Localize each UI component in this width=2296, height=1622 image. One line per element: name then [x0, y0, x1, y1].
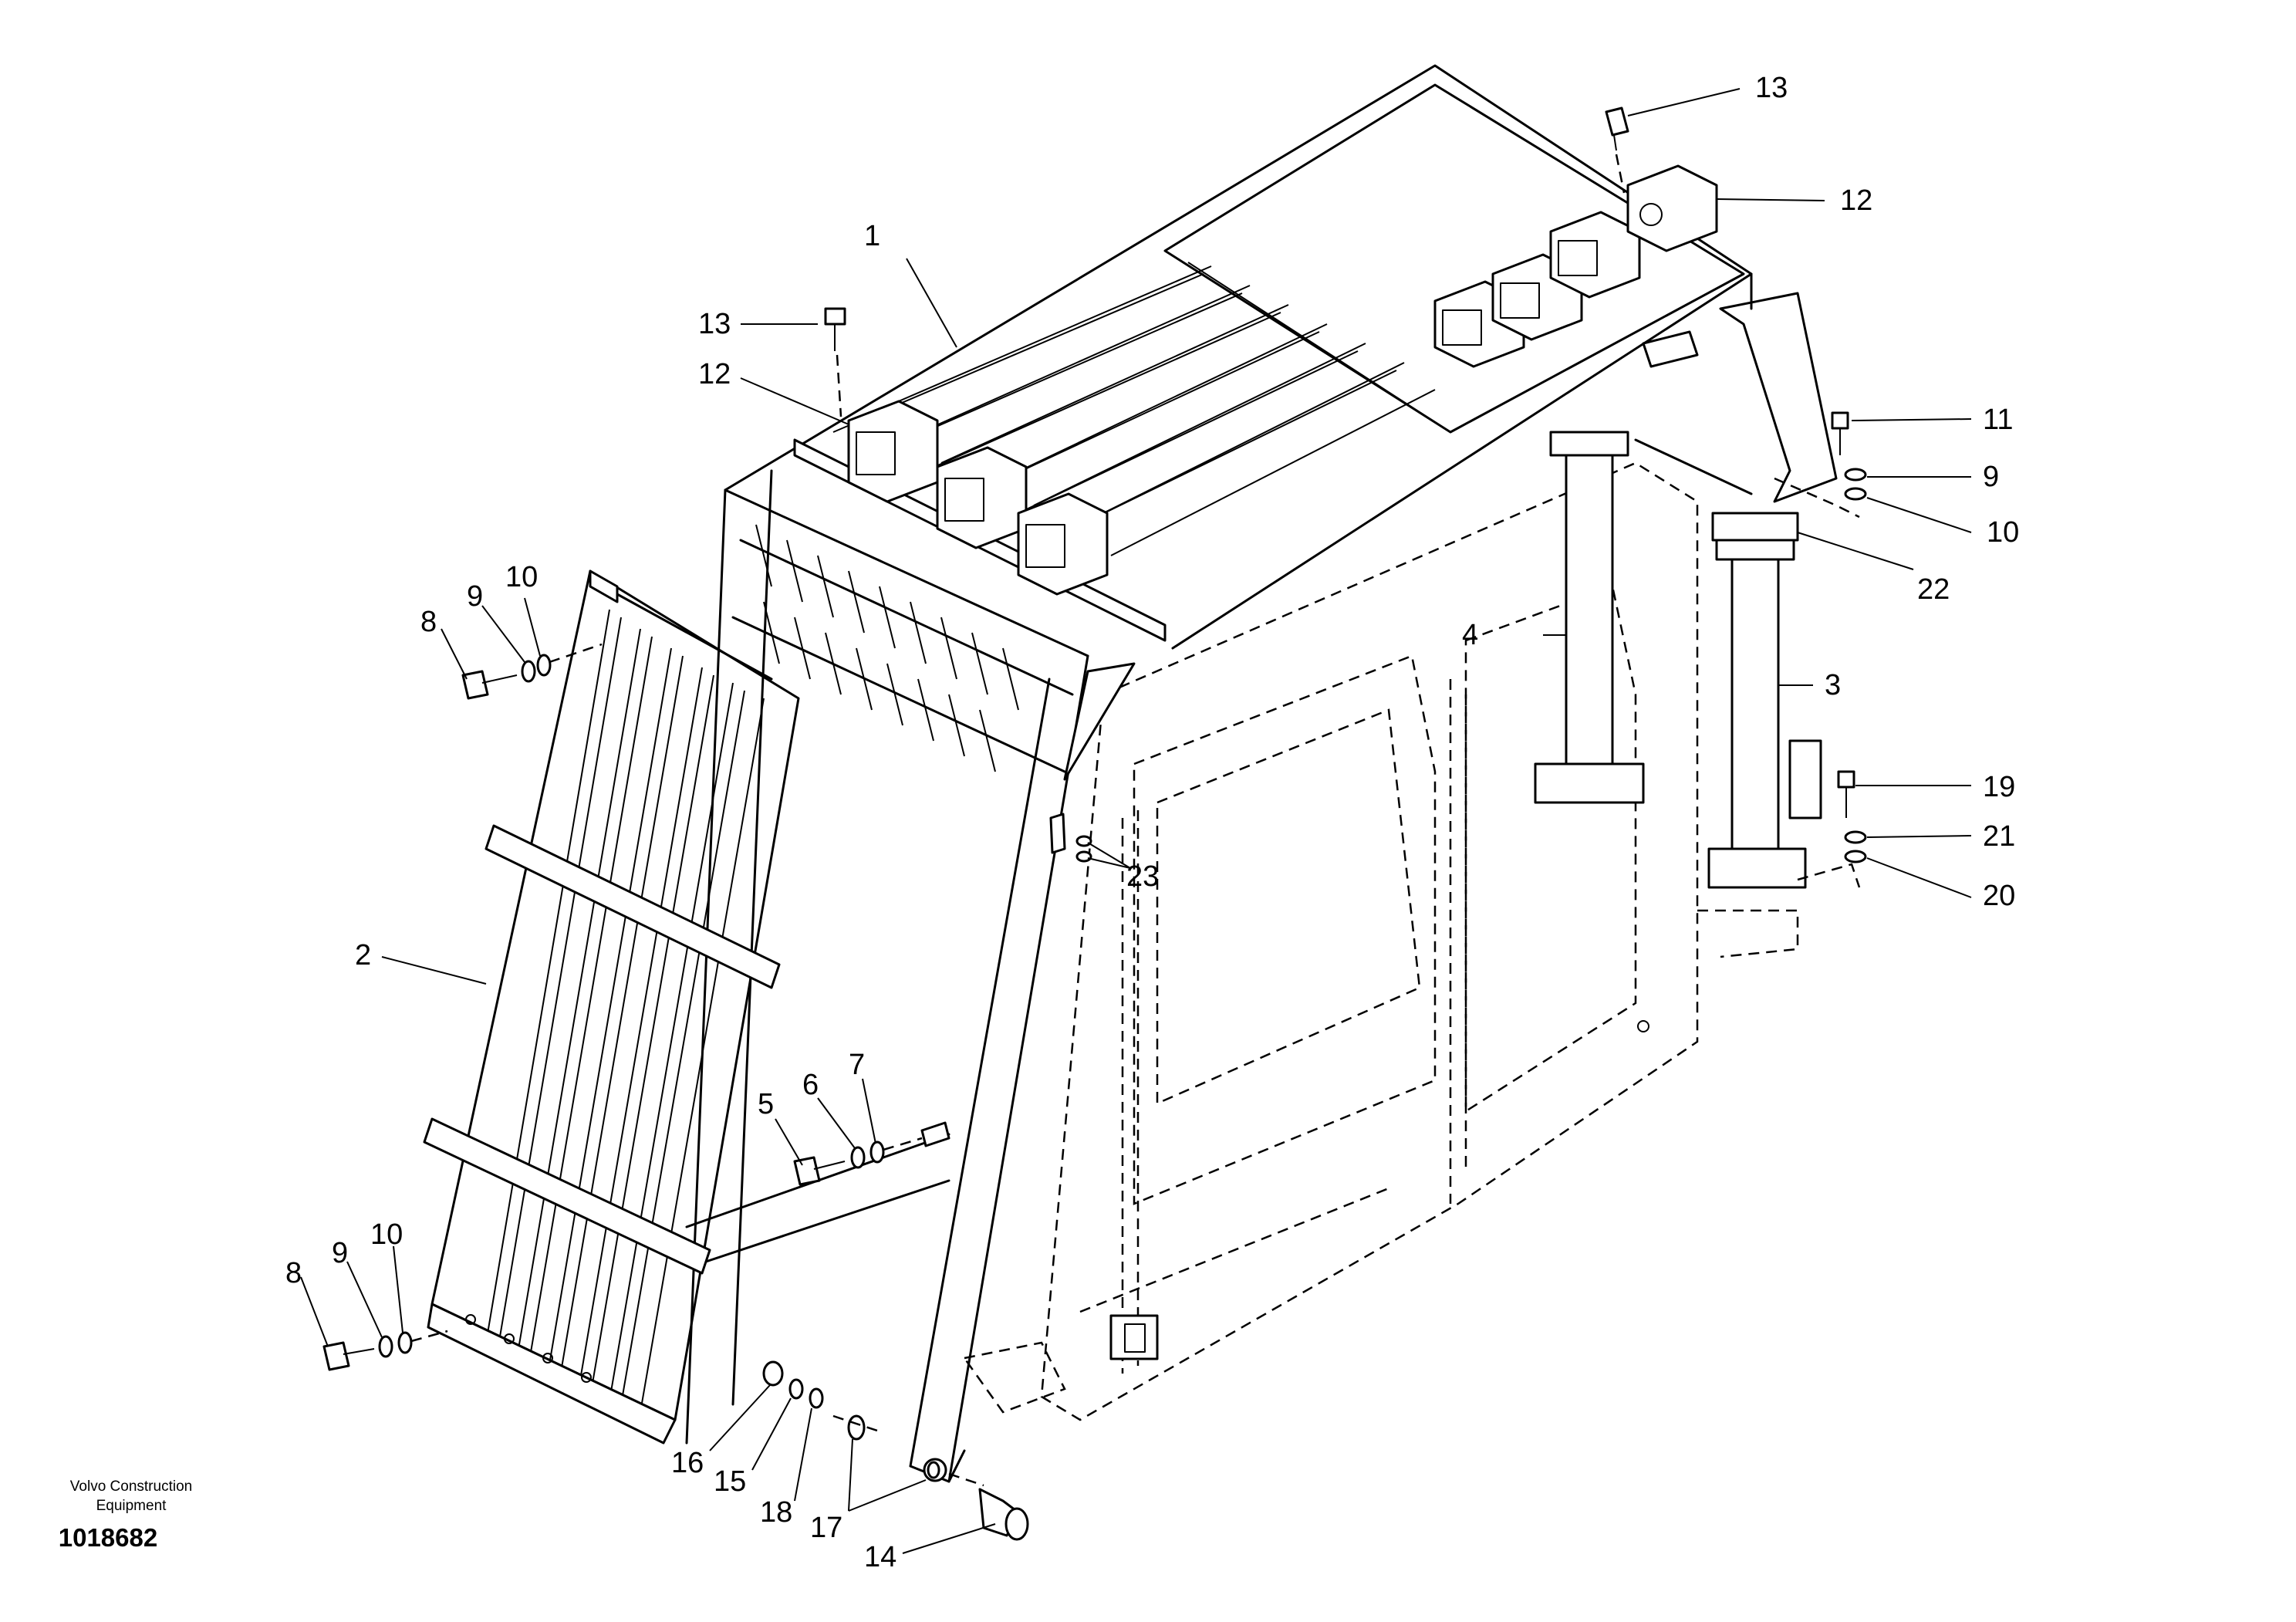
callout-16: 16 [671, 1447, 704, 1479]
callout-4: 4 [1462, 619, 1478, 651]
washers-right [1774, 468, 1867, 888]
bolt-13-left [824, 307, 846, 417]
callout-15: 15 [714, 1465, 746, 1498]
guard-box [1549, 211, 1641, 299]
callout-9: 9 [1983, 461, 1999, 493]
callout-1: 1 [864, 220, 880, 252]
callout-12: 12 [698, 358, 731, 390]
callout-20: 20 [1983, 880, 2015, 912]
callout-13: 13 [1755, 72, 1788, 104]
callout-3: 3 [1825, 669, 1841, 701]
document-number: 1018682 [59, 1523, 157, 1552]
bolt-11 [1831, 411, 1849, 455]
bolt-5 [793, 1121, 950, 1186]
callout-6: 6 [802, 1069, 819, 1101]
guard-box [1017, 492, 1109, 596]
front-grille [423, 569, 800, 1445]
cab-outline [962, 461, 1799, 1421]
bolt-19 [1837, 770, 1855, 818]
callout-5: 5 [758, 1088, 774, 1120]
callout-21: 21 [1983, 820, 2015, 853]
post-3 [1707, 512, 1822, 889]
callout-18: 18 [760, 1496, 792, 1529]
brand-line-2: Equipment [96, 1498, 167, 1514]
callout-labels: 13 12 1 13 12 11 9 10 22 10 9 8 4 3 19 2… [285, 72, 2019, 1573]
callout-10: 10 [1987, 516, 2019, 549]
callout-22: 22 [1917, 573, 1950, 606]
part-23-clips [1049, 813, 1092, 863]
frame-louvers [755, 524, 1019, 772]
callout-10: 10 [370, 1218, 403, 1251]
callout-12: 12 [1840, 184, 1872, 217]
callout-23: 23 [1126, 860, 1159, 893]
bolt-8-upper [461, 643, 603, 700]
callout-9: 9 [332, 1237, 348, 1269]
callout-10: 10 [505, 561, 538, 593]
brand-line-1: Volvo Construction [70, 1478, 192, 1495]
callout-8: 8 [420, 606, 437, 638]
guard-boxes [847, 164, 1718, 596]
footer-brand: Volvo Construction Equipment 1018682 [59, 1478, 192, 1552]
callout-2: 2 [355, 939, 371, 972]
callout-11: 11 [1983, 404, 2013, 436]
callout-19: 19 [1983, 771, 2015, 803]
callout-17: 17 [810, 1512, 842, 1544]
post-4 [1534, 431, 1645, 804]
bolt-13-top [1605, 106, 1629, 194]
leader-lines [300, 88, 1972, 1554]
frame-assembly [685, 64, 1838, 1483]
callout-13: 13 [698, 308, 731, 340]
hinge-hardware [762, 1360, 1029, 1541]
guard-box [847, 400, 939, 503]
roof-slats [832, 265, 1436, 556]
callout-14: 14 [864, 1541, 896, 1573]
callout-7: 7 [849, 1049, 865, 1081]
bolt-8-lower [322, 1330, 448, 1371]
callout-8: 8 [285, 1257, 302, 1289]
guard-box [1626, 164, 1718, 252]
callout-9: 9 [467, 580, 483, 613]
guard-box [936, 446, 1028, 549]
